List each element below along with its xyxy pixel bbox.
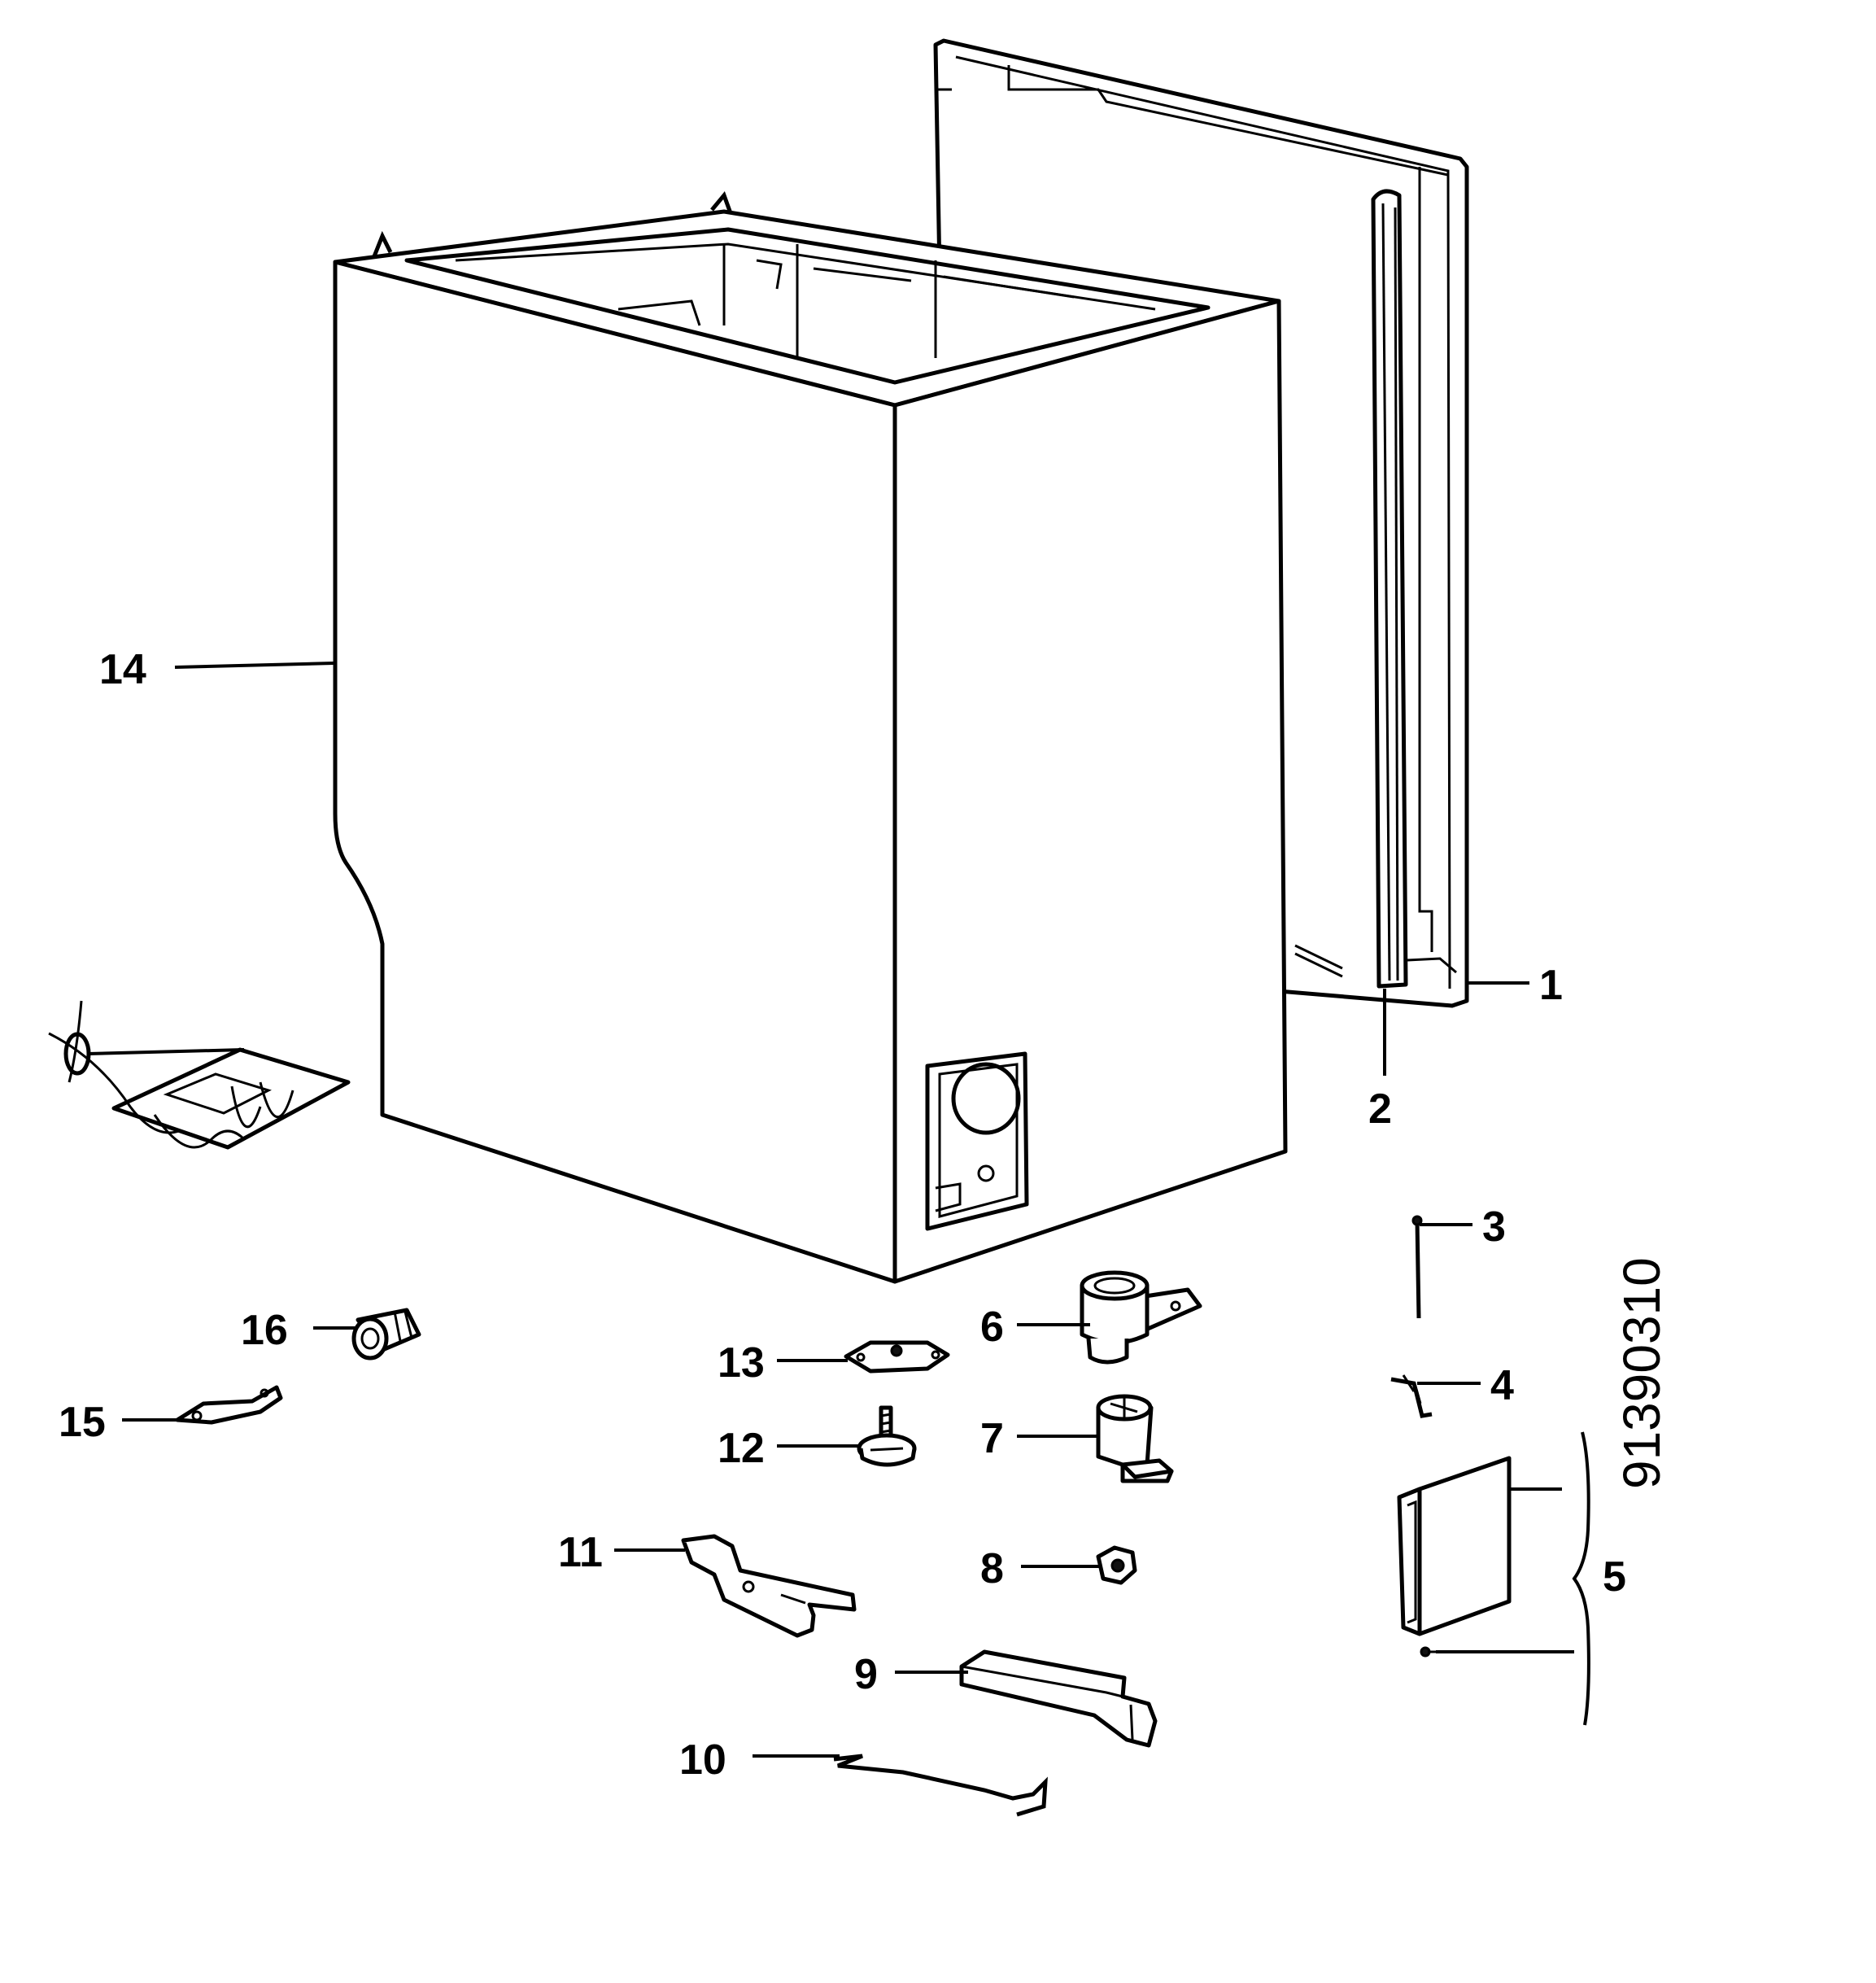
pump-housing-part: [1080, 1270, 1202, 1365]
small-bracket-part: [175, 1385, 283, 1425]
label-3: 3: [1482, 1203, 1506, 1251]
screw-foot-part: [857, 1405, 917, 1467]
label-5: 5: [1603, 1553, 1626, 1601]
leader-14: [174, 662, 334, 669]
callout-labels: 1 2 3 4 5 6 7 8 9 10 11 12 13 14 15 16: [59, 646, 1626, 1784]
label-10: 10: [679, 1736, 726, 1784]
clip-part: [1390, 1374, 1433, 1418]
label-9: 9: [854, 1651, 878, 1698]
label-15: 15: [59, 1399, 106, 1446]
wire-rod-part: [833, 1754, 1048, 1817]
grommet-part: [351, 1308, 421, 1361]
mounting-plate-part: [844, 1340, 950, 1374]
pin-part: [1411, 1215, 1423, 1319]
door-seal-part: [1371, 189, 1408, 989]
label-6: 6: [980, 1304, 1004, 1351]
cabinet-body-part: [333, 191, 1343, 1284]
label-8: 8: [980, 1545, 1004, 1592]
label-16: 16: [241, 1307, 288, 1354]
label-13: 13: [718, 1339, 765, 1387]
label-7: 7: [980, 1415, 1004, 1462]
label-12: 12: [718, 1425, 765, 1472]
leader-lines: [122, 662, 1574, 1758]
drawing-code: 91390310: [1612, 1257, 1671, 1489]
bracket-rail-part: [959, 1649, 1158, 1748]
label-4: 4: [1490, 1362, 1514, 1409]
panel-assembly-part: [1397, 1431, 1590, 1726]
fork-bracket-part: [681, 1534, 857, 1638]
label-11: 11: [558, 1529, 603, 1576]
nut-part: [1096, 1545, 1137, 1585]
label-14: 14: [99, 646, 146, 693]
housing-bracket-part: [1096, 1394, 1174, 1483]
cable-plate-part: [48, 1000, 351, 1150]
label-2: 2: [1368, 1085, 1392, 1133]
label-1: 1: [1539, 962, 1563, 1009]
